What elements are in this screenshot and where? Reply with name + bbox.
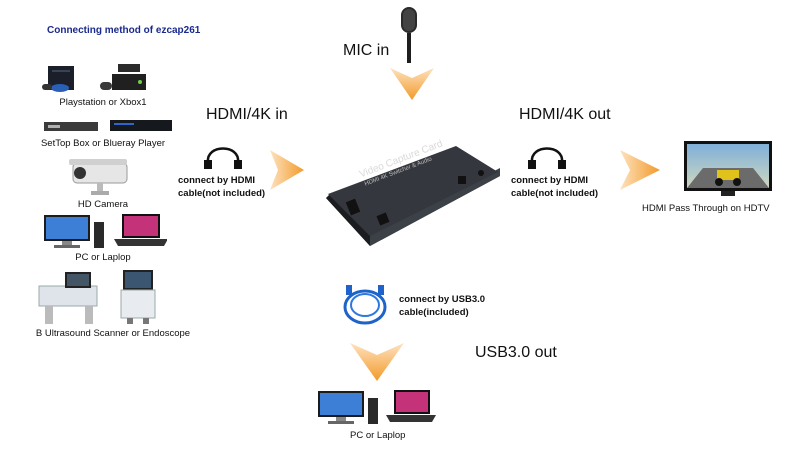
hdmi-in-cable-text: connect by HDMI cable(not included) <box>178 174 265 200</box>
source-label-pc: PC or Laplop <box>75 252 131 263</box>
mic-in-label: MIC in <box>343 42 390 59</box>
source-label-settop: SetTop Box or Blueray Player <box>40 138 166 149</box>
microphone-icon <box>398 5 420 65</box>
hdmi-in-arrow <box>270 150 304 190</box>
mic-arrow-down <box>390 68 434 100</box>
hdmi-out-cable-text: connect by HDMI cable(not included) <box>511 174 598 200</box>
video-capture-card: Video Capture Card HDMI 4K Switcher & Au… <box>318 138 502 248</box>
diagram-title: Connecting method of ezcap261 <box>47 25 201 36</box>
hdmi-in-label: HDMI/4K in <box>206 106 288 123</box>
usb-cable-icon <box>340 283 390 331</box>
hdmi-in-cable-line-1: connect by HDMI <box>178 175 256 186</box>
hdmi-out-cable-line-1: connect by HDMI <box>511 175 589 186</box>
usb-cable-line-2: cable(included) <box>399 307 469 318</box>
ultrasound-scanner-icon <box>35 268 165 326</box>
usb-cable-line-1: connect by USB3.0 <box>399 294 486 305</box>
hd-camera-icon <box>65 155 135 197</box>
pc-laptop-icon <box>42 212 167 250</box>
usb-cable-text: connect by USB3.0 cable(included) <box>399 293 485 319</box>
output-pc-laptop-icon <box>316 388 436 426</box>
usb-out-label: USB3.0 out <box>475 344 557 361</box>
hdmi-in-cable-line-2: cable(not included) <box>178 188 266 199</box>
hdtv-icon <box>683 140 773 198</box>
source-label-console: Playstation or Xbox1 <box>59 97 147 108</box>
hdmi-out-label: HDMI/4K out <box>519 106 611 123</box>
settop-box-icon <box>40 118 175 136</box>
hdmi-out-cable-icon <box>524 140 574 170</box>
source-label-ultrasound: B Ultrasound Scanner or Endoscope <box>35 328 191 339</box>
hdmi-out-arrow <box>620 150 660 190</box>
hdmi-in-cable-icon <box>200 140 250 170</box>
hdmi-out-cable-line-2: cable(not included) <box>511 188 599 199</box>
source-label-camera: HD Camera <box>77 199 129 210</box>
output-pc-label: PC or Laplop <box>350 430 406 441</box>
hdtv-label: HDMI Pass Through on HDTV <box>642 203 770 214</box>
usb-arrow-down <box>350 343 404 381</box>
game-console-icon <box>40 58 160 94</box>
